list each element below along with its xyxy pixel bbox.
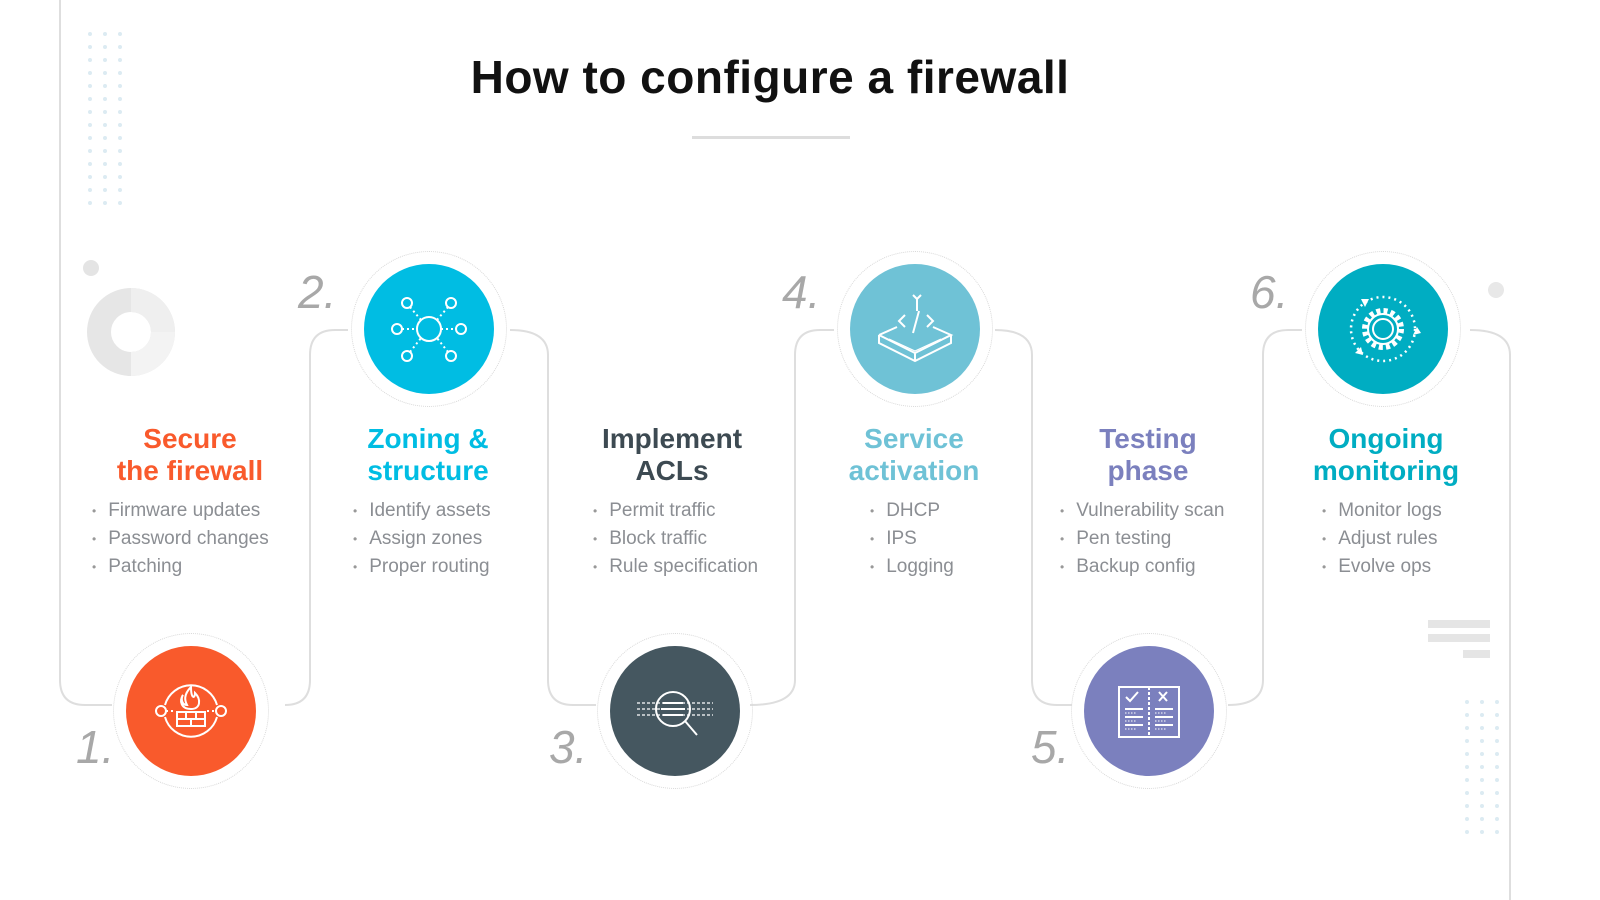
gear-cycle-icon xyxy=(1349,295,1421,363)
firewall-flame-icon xyxy=(155,684,227,738)
bullet-item: Vulnerability scan xyxy=(1060,497,1224,525)
step-number: 6. xyxy=(1250,266,1289,318)
step-title-line: Zoning & xyxy=(367,423,489,454)
icon-halo xyxy=(351,251,507,407)
step-title-line: Ongoing xyxy=(1328,423,1444,454)
step-bullets: DHCP IPS Logging xyxy=(870,497,954,581)
bullet-item: Patching xyxy=(92,553,269,581)
bullet-item: Pen testing xyxy=(1060,525,1224,553)
bullet-item: DHCP xyxy=(870,497,954,525)
step-title-line: ACLs xyxy=(635,455,709,486)
step-bullets: Monitor logs Adjust rules Evolve ops xyxy=(1322,497,1442,581)
icon-halo xyxy=(597,633,753,789)
bullet-item: Evolve ops xyxy=(1322,553,1442,581)
decorative-dots xyxy=(1465,700,1501,834)
icon-halo xyxy=(837,251,993,407)
step-bullets: Vulnerability scan Pen testing Backup co… xyxy=(1060,497,1224,581)
step-6-icon-circle xyxy=(1318,264,1448,394)
step-title-line: Implement xyxy=(601,423,743,454)
step-title-line: Secure xyxy=(143,423,237,454)
step-title-line: monitoring xyxy=(1312,455,1460,486)
bullet-item: IPS xyxy=(870,525,954,553)
icon-halo xyxy=(1305,251,1461,407)
step-bullets: Identify assets Assign zones Proper rout… xyxy=(353,497,491,581)
bullet-item: Assign zones xyxy=(353,525,491,553)
decorative-dots xyxy=(88,32,124,205)
step-title-line: Service xyxy=(864,423,964,454)
step-number: 4. xyxy=(782,266,821,318)
decorative-donut xyxy=(87,288,175,376)
step-number: 5. xyxy=(1031,721,1070,773)
icon-halo xyxy=(113,633,269,789)
step-2-icon-circle xyxy=(364,264,494,394)
step-number: 1. xyxy=(76,721,115,773)
step-title-line: structure xyxy=(367,455,489,486)
step-title-line: the firewall xyxy=(116,455,264,486)
step-title-line: activation xyxy=(848,455,980,486)
network-nodes-icon xyxy=(391,297,467,362)
step-3-icon-circle xyxy=(610,646,740,776)
code-box-icon xyxy=(878,294,954,363)
step-4-icon-circle xyxy=(850,264,980,394)
step-number: 2. xyxy=(298,266,337,318)
bullet-item: Identify assets xyxy=(353,497,490,525)
magnifier-list-icon xyxy=(637,691,713,736)
step-bullets: Firmware updates Password changes Patchi… xyxy=(92,497,269,581)
step-1-icon-circle xyxy=(126,646,256,776)
step-title: Zoning &structure xyxy=(308,423,548,487)
bullet-item: Firmware updates xyxy=(92,497,269,525)
title-divider xyxy=(692,136,850,139)
bullet-item: Backup config xyxy=(1060,553,1224,581)
bullet-item: Password changes xyxy=(92,525,269,553)
bullet-item: Logging xyxy=(870,553,954,581)
bullet-item: Rule specification xyxy=(593,553,758,581)
step-5-icon-circle xyxy=(1084,646,1214,776)
page-title: How to configure a firewall xyxy=(470,51,1070,103)
checklist-icon xyxy=(1118,686,1180,738)
bullet-item: Block traffic xyxy=(593,525,758,553)
step-title-line: Testing xyxy=(1099,423,1197,454)
bullet-item: Permit traffic xyxy=(593,497,758,525)
decorative-bars xyxy=(1428,620,1490,658)
bullet-item: Proper routing xyxy=(353,553,491,581)
icon-halo xyxy=(1071,633,1227,789)
step-title-line: phase xyxy=(1107,455,1189,486)
bullet-item: Adjust rules xyxy=(1322,525,1442,553)
step-bullets: Permit traffic Block traffic Rule specif… xyxy=(593,497,758,581)
bullet-item: Monitor logs xyxy=(1322,497,1442,525)
step-number: 3. xyxy=(549,721,588,773)
